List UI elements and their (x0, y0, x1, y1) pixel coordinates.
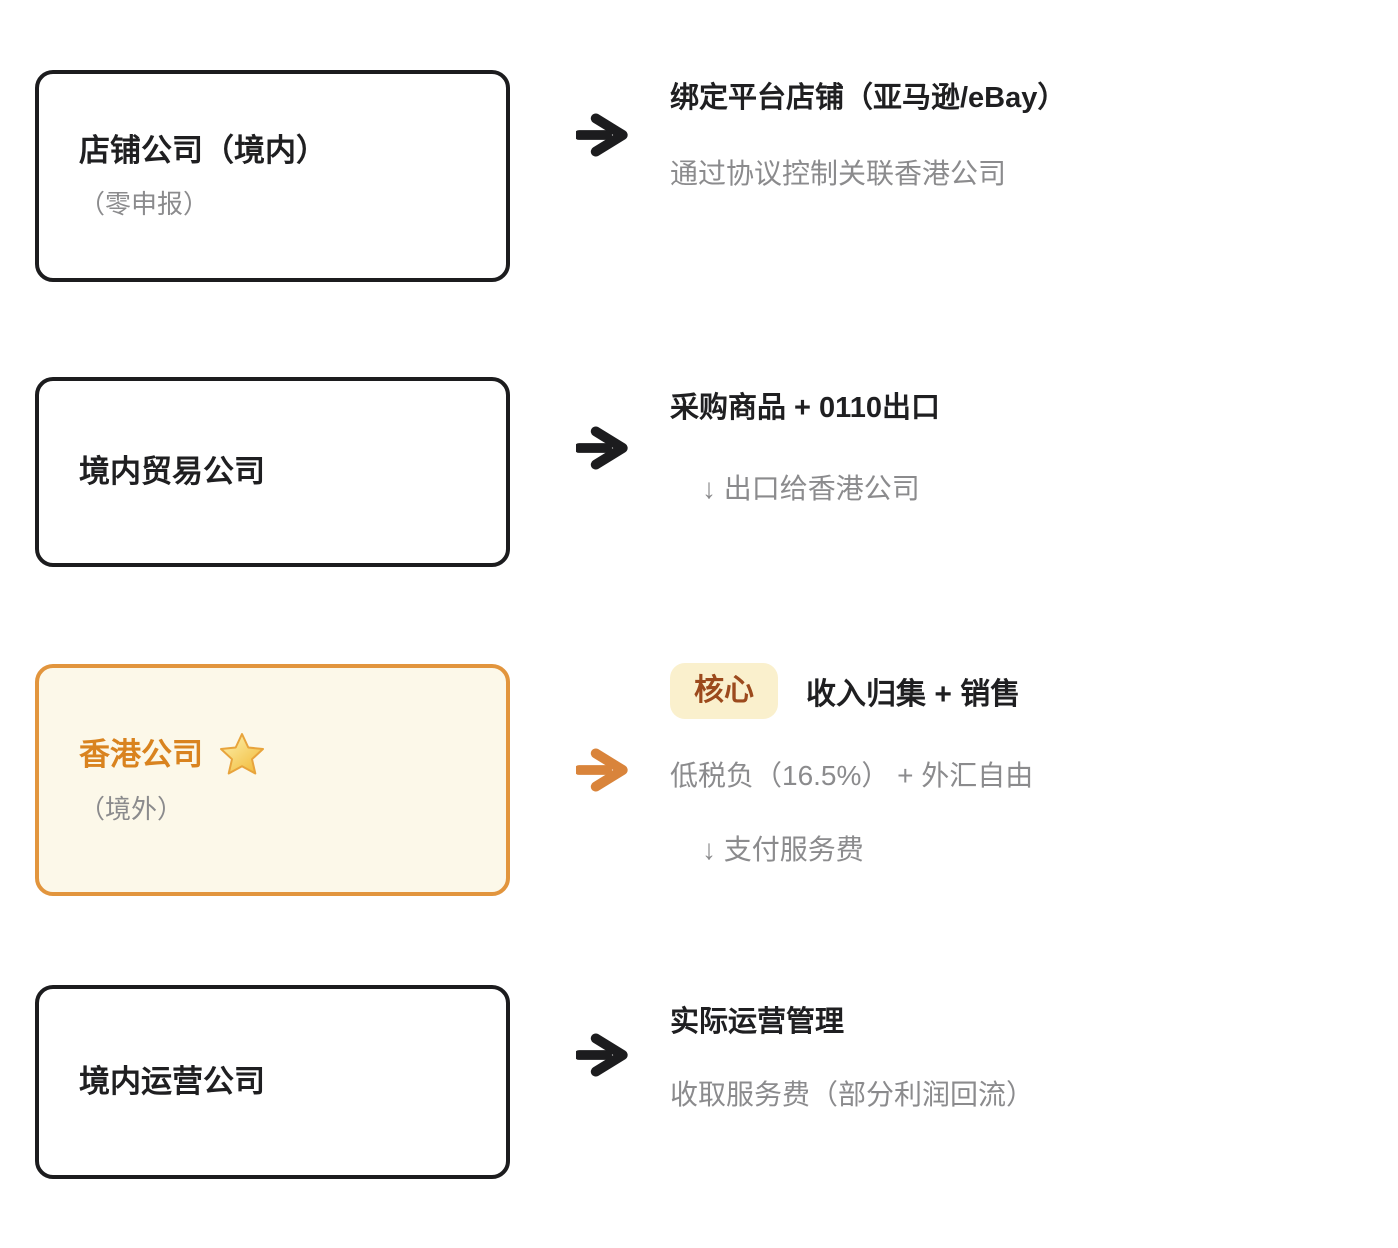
box-title-row: 香港公司 (79, 732, 506, 777)
arrow-right-icon (576, 112, 630, 158)
flow-note-agreement-control: 通过协议控制关联香港公司 (670, 158, 1007, 189)
star-icon (220, 732, 264, 775)
box-title: 香港公司 (79, 736, 203, 772)
box-title: 境内贸易公司 (79, 454, 265, 490)
box-domestic-trading-company: 境内贸易公司 (35, 377, 510, 567)
arrow-right-icon (576, 747, 630, 793)
box-subtitle: （零申报） (79, 188, 210, 219)
core-badge-row: 核心 收入归集 + 销售 (670, 663, 1020, 719)
arrow-right-icon (576, 1032, 630, 1078)
flow-title-platform-binding: 绑定平台店铺（亚马逊/eBay） (670, 82, 1067, 114)
flow-note-export-to-hk: ↓ 出口给香港公司 (702, 473, 920, 504)
box-title: 店铺公司（境内） (79, 132, 327, 168)
box-domestic-operating-company: 境内运营公司 (35, 985, 510, 1179)
box-hong-kong-company: 香港公司 （境外） (35, 664, 510, 896)
box-subtitle: （境外） (79, 793, 184, 824)
box-title: 境内运营公司 (79, 1064, 265, 1100)
arrow-right-icon (576, 425, 630, 471)
flow-title-actual-operations: 实际运营管理 (670, 1006, 845, 1038)
box-shop-company-domestic: 店铺公司（境内） （零申报） (35, 70, 510, 282)
flow-title-procurement-export: 采购商品 + 0110出口 (670, 392, 940, 424)
flow-note-pay-service-fee: ↓ 支付服务费 (702, 834, 864, 865)
flow-note-collect-service-fee: 收取服务费（部分利润回流） (670, 1079, 1035, 1110)
flow-note-low-tax: 低税负（16.5%） + 外汇自由 (670, 760, 1034, 791)
flow-title-revenue-aggregation: 收入归集 + 销售 (806, 678, 1021, 711)
core-badge: 核心 (670, 663, 778, 719)
